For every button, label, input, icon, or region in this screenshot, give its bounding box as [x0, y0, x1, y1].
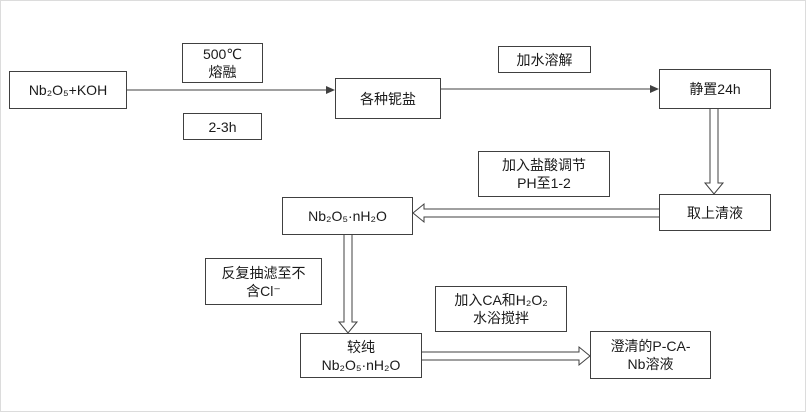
annotation-melt: 500℃ 熔融 — [182, 43, 263, 83]
node-hydrate: Nb₂O₅·nH₂O — [282, 197, 413, 235]
arrow-supernatant-to-hydrate — [412, 202, 659, 224]
annotation-filter-wash: 反复抽滤至不 含Cl⁻ — [205, 258, 322, 305]
annotation-ca-mix-line1: 加入CA和H₂O₂ — [454, 292, 548, 308]
node-supernatant: 取上清液 — [659, 194, 771, 231]
node-hydrate-label: Nb₂O₅·nH₂O — [308, 208, 387, 224]
annotation-dissolve-label: 加水溶解 — [516, 51, 573, 68]
arrow-hydrate-to-pure — [337, 235, 359, 334]
node-niobium-salts: 各种铌盐 — [335, 78, 441, 119]
node-start: Nb₂O₅+KOH — [9, 71, 127, 109]
annotation-filter-wash-line2: 含Cl⁻ — [246, 282, 281, 299]
node-supernatant-label: 取上清液 — [687, 204, 743, 221]
annotation-dissolve: 加水溶解 — [498, 46, 591, 73]
node-pure-hydrate: 较纯 Nb₂O₅·nH₂O — [300, 333, 422, 378]
node-final-solution-line2: Nb溶液 — [627, 356, 674, 372]
annotation-duration: 2-3h — [183, 113, 262, 140]
arrow-settle-to-supernatant — [703, 109, 725, 195]
node-final-solution: 澄清的P-CA- Nb溶液 — [590, 331, 711, 379]
node-pure-hydrate-line2: Nb₂O₅·nH₂O — [321, 356, 401, 373]
annotation-ca-mix-line2: 水浴搅拌 — [473, 310, 529, 326]
annotation-filter-wash-line1: 反复抽滤至不 — [221, 264, 306, 281]
annotation-duration-label: 2-3h — [208, 118, 237, 135]
node-pure-hydrate-line1: 较纯 — [347, 338, 375, 355]
annotation-acid-adjust-line2: PH至1-2 — [517, 175, 571, 191]
arrow-pure-to-final — [422, 345, 591, 367]
node-settle: 静置24h — [659, 69, 771, 109]
annotation-melt-line2: 熔融 — [208, 64, 237, 80]
arrowhead-start-to-salts — [326, 86, 335, 94]
annotation-acid-adjust: 加入盐酸调节 PH至1-2 — [478, 151, 610, 197]
arrowhead-salts-to-settle — [650, 85, 659, 93]
annotation-melt-line1: 500℃ — [202, 46, 243, 62]
annotation-ca-mix: 加入CA和H₂O₂ 水浴搅拌 — [435, 286, 567, 332]
annotation-acid-adjust-line1: 加入盐酸调节 — [502, 157, 586, 173]
node-niobium-salts-label: 各种铌盐 — [360, 90, 416, 107]
node-settle-label: 静置24h — [689, 81, 741, 97]
node-final-solution-line1: 澄清的P-CA- — [610, 338, 691, 354]
node-start-label: Nb₂O₅+KOH — [28, 82, 108, 98]
